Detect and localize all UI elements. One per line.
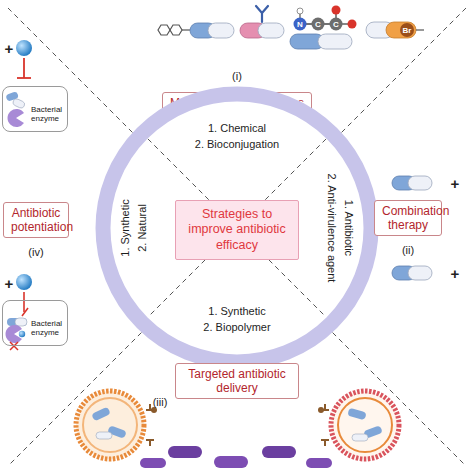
list-item: 1. Synthetic [119, 199, 131, 256]
node-text: Targeted antibiotic delivery [183, 367, 291, 396]
list-item: 1. Antibiotic [343, 200, 355, 256]
list-item: 2. Bioconjugation [195, 138, 279, 150]
center-box: Strategies to improve antibiotic efficac… [175, 200, 299, 261]
node-text: Antibiotic potentiation [11, 206, 61, 235]
strategy-tag: Combination therapy [374, 200, 442, 237]
node-text: Combination therapy [382, 204, 434, 233]
label-text: (iv) [28, 246, 43, 258]
enzyme-box: Bacterial enzyme [2, 300, 68, 346]
label-text: N [297, 20, 303, 29]
node-text: Bacterial enzyme [31, 105, 65, 123]
label-text: + [5, 40, 14, 57]
label-text: + [451, 265, 460, 282]
label-text: C [333, 20, 339, 29]
label-text: + [451, 175, 460, 192]
list-item: 1. Synthetic [208, 305, 265, 317]
label-text: (i) [232, 70, 242, 82]
list-item: 2. Natural [136, 204, 148, 252]
list-item: 2. Anti-virulence agent [326, 174, 338, 283]
label-text: + [5, 275, 14, 292]
label-text: Br [403, 26, 412, 35]
list-item: 1. Chemical [208, 122, 266, 134]
strategy-ring: 1. Chemical 2. Bioconjugation 1. Antibioti… [95, 86, 379, 370]
enzyme-box: Bacterial enzyme [2, 86, 68, 132]
list-item: 2. Biopolymer [203, 321, 270, 333]
label-text: C [315, 20, 321, 29]
divider-line [8, 8, 466, 466]
label-text: (iii) [153, 396, 168, 408]
label-text: (ii) [402, 244, 414, 256]
node-text: Bacterial enzyme [31, 319, 65, 337]
delivery-illustration [76, 391, 399, 468]
strategy-tag: Antibiotic potentiation [3, 202, 69, 239]
node-text: Strategies to improve antibiotic efficac… [182, 207, 292, 254]
strategy-tag: Targeted antibiotic delivery [175, 363, 299, 400]
modified-antibiotics [158, 6, 424, 50]
divider-line [8, 8, 466, 466]
